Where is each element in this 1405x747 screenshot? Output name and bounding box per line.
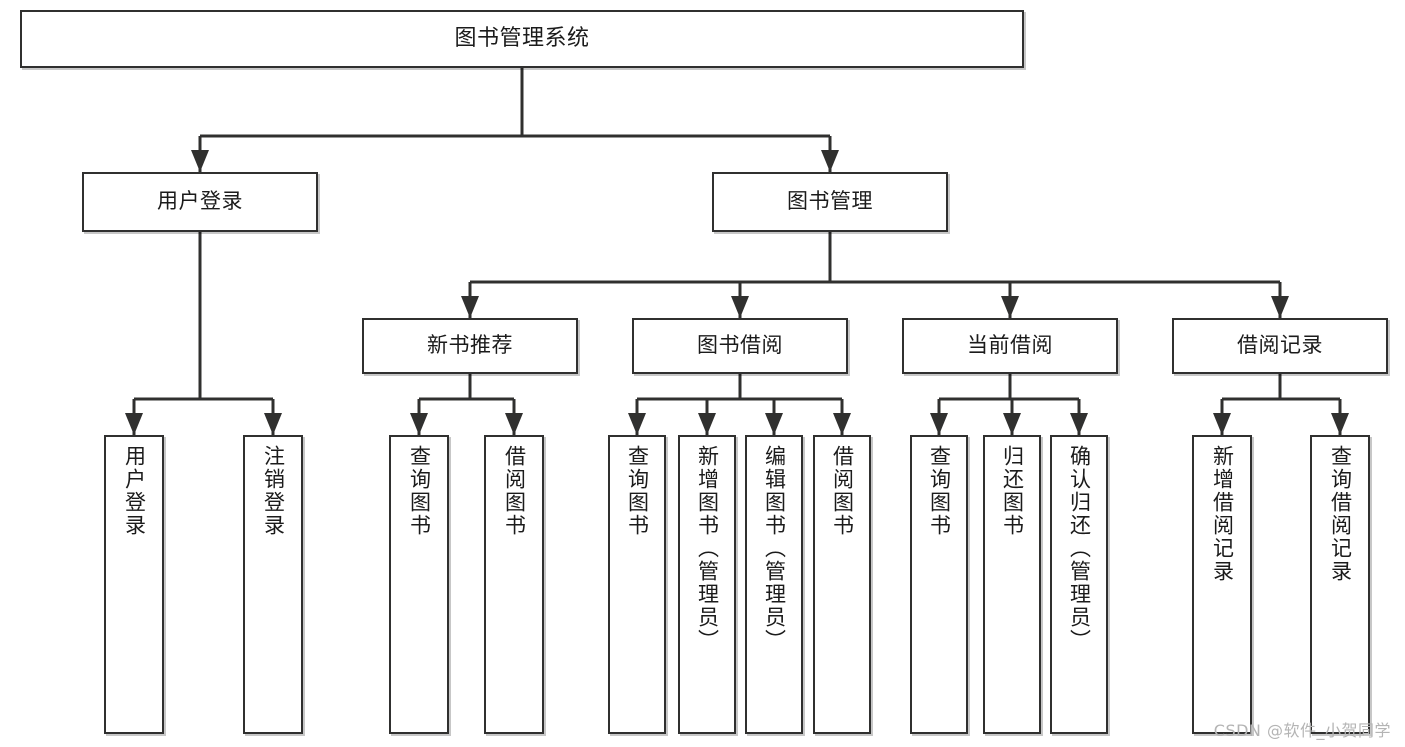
node-label: 归还图书: [1000, 445, 1025, 537]
node-leaf-cur-query[interactable]: 查询图书: [910, 435, 968, 734]
node-label: 借阅图书: [502, 445, 527, 537]
node-label: 当前借阅: [967, 333, 1053, 358]
node-label: 借阅记录: [1237, 333, 1323, 358]
node-leaf-bor-borrow[interactable]: 借阅图书: [813, 435, 871, 734]
node-label: 查询图书: [407, 445, 432, 537]
node-leaf-bor-query[interactable]: 查询图书: [608, 435, 666, 734]
node-label: 确认归还（管理员）: [1067, 445, 1092, 652]
node-root[interactable]: 图书管理系统: [20, 10, 1024, 68]
node-label: 新增借阅记录: [1210, 445, 1235, 583]
node-new-book-rec[interactable]: 新书推荐: [362, 318, 578, 374]
node-label: 用户登录: [122, 445, 147, 537]
node-leaf-cur-return[interactable]: 归还图书: [983, 435, 1041, 734]
node-label: 查询图书: [625, 445, 650, 537]
node-leaf-cur-confirm[interactable]: 确认归还（管理员）: [1050, 435, 1108, 734]
node-label: 新书推荐: [427, 333, 513, 358]
node-leaf-bor-add[interactable]: 新增图书（管理员）: [678, 435, 736, 734]
node-leaf-rec-search[interactable]: 查询借阅记录: [1310, 435, 1370, 734]
node-label: 用户登录: [157, 189, 243, 214]
node-label: 图书借阅: [697, 333, 783, 358]
node-leaf-rec-borrow[interactable]: 借阅图书: [484, 435, 544, 734]
node-label: 查询借阅记录: [1328, 445, 1353, 583]
node-label: 借阅图书: [830, 445, 855, 537]
node-leaf-user-logout[interactable]: 注销登录: [243, 435, 303, 734]
node-label: 图书管理: [787, 189, 873, 214]
node-user-login[interactable]: 用户登录: [82, 172, 318, 232]
watermark: CSDN @软件_小贺同学: [1213, 721, 1391, 740]
node-leaf-rec-query[interactable]: 查询图书: [389, 435, 449, 734]
node-current-borrow[interactable]: 当前借阅: [902, 318, 1118, 374]
node-leaf-bor-edit[interactable]: 编辑图书（管理员）: [745, 435, 803, 734]
node-book-borrow[interactable]: 图书借阅: [632, 318, 848, 374]
node-leaf-user-login[interactable]: 用户登录: [104, 435, 164, 734]
node-label: 注销登录: [261, 445, 286, 537]
node-label: 新增图书（管理员）: [695, 445, 720, 652]
node-book-manage[interactable]: 图书管理: [712, 172, 948, 232]
node-label: 编辑图书（管理员）: [762, 445, 787, 652]
node-borrow-record[interactable]: 借阅记录: [1172, 318, 1388, 374]
node-label: 图书管理系统: [454, 25, 590, 51]
node-label: 查询图书: [927, 445, 952, 537]
node-leaf-rec-add[interactable]: 新增借阅记录: [1192, 435, 1252, 734]
